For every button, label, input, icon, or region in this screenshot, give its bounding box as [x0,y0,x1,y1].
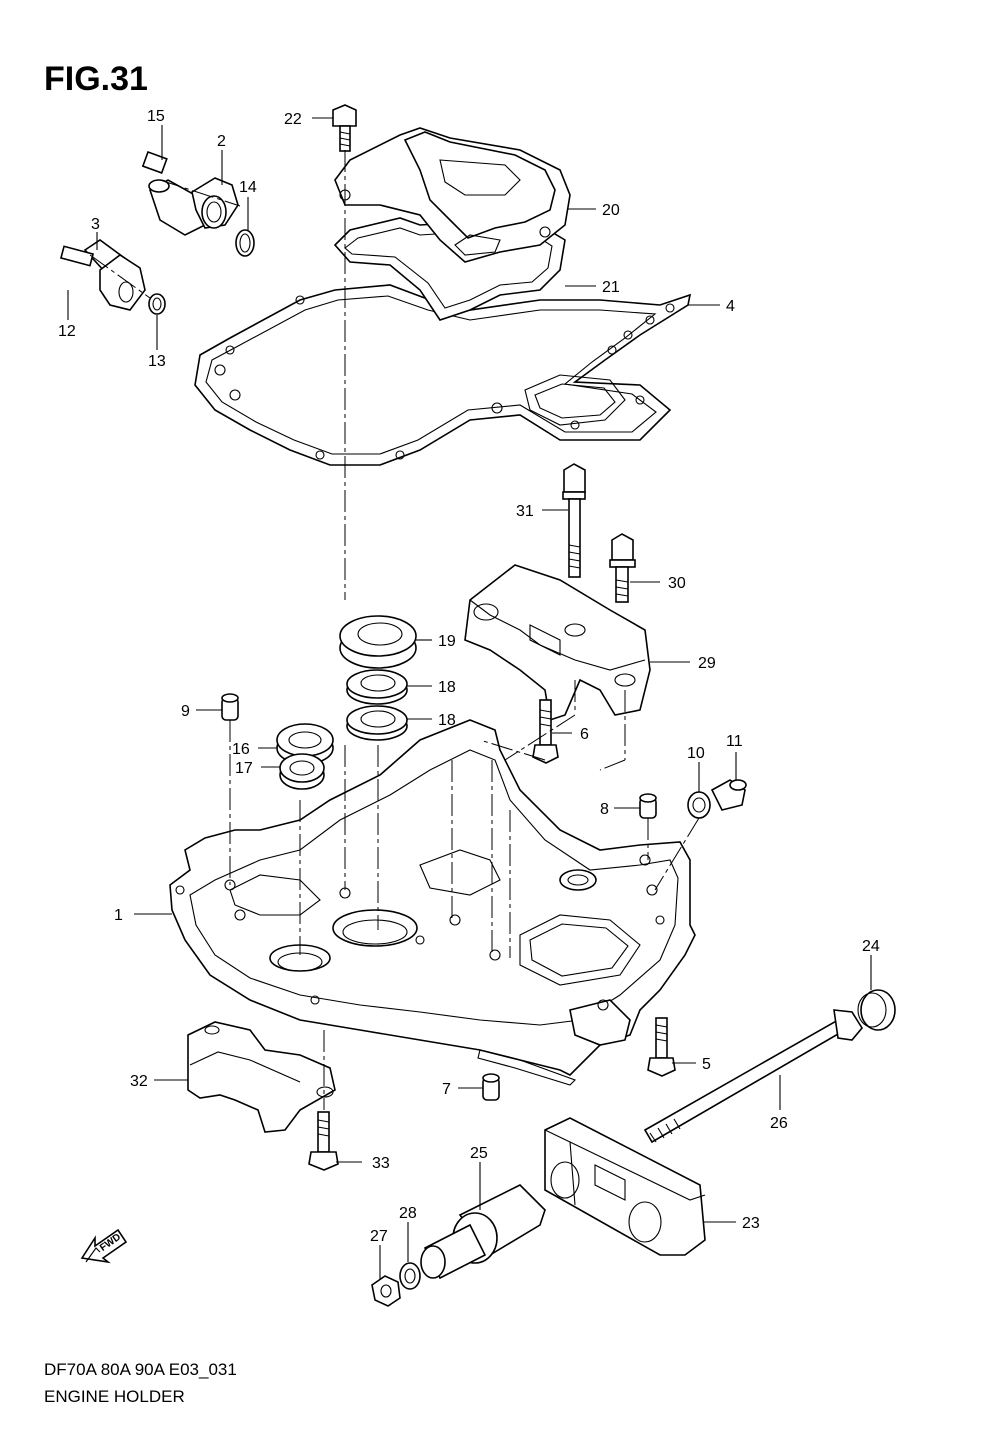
callout-labels: 1 2 3 4 5 6 7 8 9 10 11 12 13 14 15 16 1… [58,108,880,1245]
fitting-3-drawing [59,239,166,315]
gasket-4-drawing [194,284,692,466]
callout-32: 32 [130,1073,148,1090]
bearing-17-drawing [279,753,325,790]
callout-14: 14 [239,179,257,196]
callout-30: 30 [668,575,686,592]
callout-33: 33 [372,1155,390,1172]
callout-9: 9 [181,703,190,720]
mount-23-drawing [544,1117,706,1256]
fitting-2-drawing [141,150,255,257]
callout-15: 15 [147,108,165,125]
callout-20: 20 [602,202,620,219]
mount-29-drawing [464,564,651,722]
callout-13: 13 [148,353,166,370]
callout-31: 31 [516,503,534,520]
callout-2: 2 [217,133,226,150]
callout-7: 7 [442,1081,451,1098]
callout-19: 19 [438,633,456,650]
bracket-32-drawing [187,1021,336,1133]
pin-9-drawing [221,693,239,721]
callout-3: 3 [91,216,100,233]
callout-16: 16 [232,741,250,758]
callout-28: 28 [399,1205,417,1222]
callout-25: 25 [470,1145,488,1162]
figure-title: FIG.31 [44,60,148,98]
cover-20-drawing [334,127,571,263]
seal-19-drawing [339,615,417,669]
callout-18a: 18 [438,679,456,696]
engine-holder-1-drawing [169,719,696,1086]
callout-10: 10 [687,745,705,762]
nut-27-drawing [371,1275,401,1307]
callout-leaders [67,117,872,1280]
callout-26: 26 [770,1115,788,1132]
bolt-33-drawing [308,1111,339,1171]
bolt-31-drawing [562,463,586,578]
callout-18b: 18 [438,712,456,729]
callout-5: 5 [702,1056,711,1073]
assembly-centerlines [89,150,700,1110]
seal-18a-drawing [346,669,408,705]
pin-8-drawing [639,793,657,819]
bushing-25-drawing [420,1184,546,1280]
cap-24-drawing [857,989,896,1031]
callout-23: 23 [742,1215,760,1232]
callout-12: 12 [58,323,76,340]
callout-8: 8 [600,801,609,818]
callout-27: 27 [370,1228,388,1245]
fwd-arrow-icon: FWD [80,1228,128,1264]
bolt-26-drawing [643,1009,863,1144]
callout-4: 4 [726,298,735,315]
callout-6: 6 [580,726,589,743]
callout-1: 1 [114,907,123,924]
seal-18b-drawing [346,705,408,741]
model-code: DF70A 80A 90A E03_031 [44,1360,237,1379]
pin-7-drawing [482,1073,500,1101]
washer-28-drawing [399,1262,421,1290]
bolt-22-drawing [332,104,357,152]
callout-22: 22 [284,111,302,128]
plug-11-drawing [710,779,747,811]
bolt-5-drawing [647,1017,676,1077]
callout-29: 29 [698,655,716,672]
callout-24: 24 [862,938,880,955]
bolt-30-drawing [609,533,636,603]
figure-name: ENGINE HOLDER [44,1387,185,1406]
washer-10-drawing [687,791,711,819]
callout-11: 11 [726,733,743,750]
callout-21: 21 [602,279,620,296]
callout-17: 17 [235,760,253,777]
